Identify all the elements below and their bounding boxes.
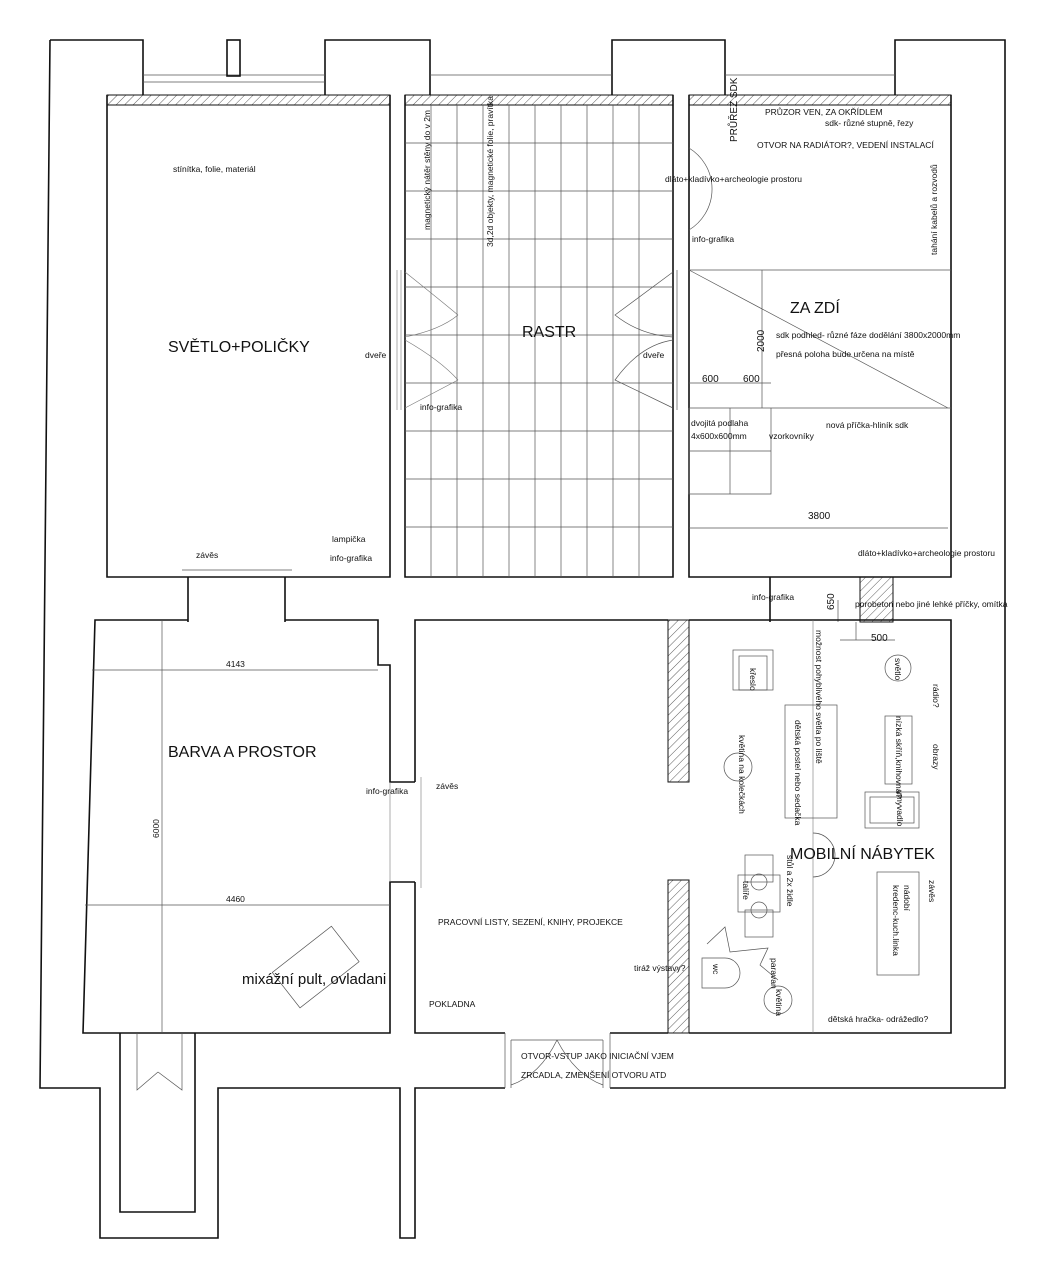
note: obrazy	[931, 744, 941, 770]
dimension-label: 600	[702, 374, 719, 385]
note: křeslo	[748, 668, 758, 691]
dimension-label: 650	[826, 593, 837, 610]
note: 3d,2d objekty, magnetické folie, pravítk…	[485, 96, 495, 247]
note: info-grafika	[420, 402, 462, 412]
note: sdk podhled- různé fáze dodělání 3800x20…	[776, 330, 960, 340]
note: kredenc-kuch.linka	[891, 885, 901, 956]
note: POKLADNA	[429, 999, 476, 1009]
note: nová příčka-hliník sdk	[826, 420, 909, 430]
note: talíře	[741, 881, 751, 900]
room-label-barva: BARVA A PROSTOR	[168, 744, 317, 761]
note: dláto+kladívko+archeologie prostoru	[858, 548, 995, 558]
corridors	[187, 576, 895, 641]
note: závěs	[436, 781, 458, 791]
note: magnetický nátěr stěny do v 2m	[422, 110, 432, 230]
dimension-label: 2000	[756, 329, 767, 352]
room-label-svetlo: SVĚTLO+POLIČKY	[168, 337, 310, 356]
note: info-grafika	[366, 786, 408, 796]
note: květina na kolečkách	[737, 735, 747, 814]
room-mobilni-nabytek	[689, 619, 952, 1034]
dimensions: 2000 600 600 3800 650 500 4143 4460 6000	[151, 329, 888, 904]
note: 4x600x600mm	[691, 431, 747, 441]
note: info-grafika	[692, 234, 734, 244]
note: info-grafika	[330, 553, 372, 563]
room-label-mobilni: MOBILNÍ NÁBYTEK	[790, 844, 935, 863]
note-mixer: mixážní pult, ovladani	[242, 971, 386, 988]
grid-lines	[405, 105, 673, 577]
outer-walls	[39, 39, 1006, 1239]
note: vzorkovníky	[769, 431, 815, 441]
note: ZRCADLA, ZMENŠENÍ OTVORU ATD	[521, 1070, 666, 1080]
note: paravan	[769, 958, 779, 989]
dimension-label: 4143	[226, 659, 245, 669]
room-svetlo-policky	[106, 94, 391, 578]
note: rádio?	[931, 684, 941, 708]
dimension-label: 6000	[151, 819, 161, 838]
note: OTVOR-VSTUP JAKO INICIAČNÍ VJEM	[521, 1051, 674, 1061]
room-rastr	[396, 94, 678, 578]
dimension-label: 3800	[808, 511, 831, 522]
note: závěs	[196, 550, 218, 560]
note: PRŮŘEZ SDK	[727, 77, 740, 142]
note: přesná poloha bude určena na místě	[776, 349, 915, 359]
note: světlo	[893, 658, 903, 680]
note: dláto+kladívko+archeologie prostoru	[665, 174, 802, 184]
note: možnost pohyblivého světla po liště	[814, 630, 824, 764]
dimension-label: 500	[871, 633, 888, 644]
note: umyvadlo	[895, 790, 905, 827]
note: info-grafika	[752, 592, 794, 602]
note: dvojitá podlaha	[691, 418, 748, 428]
note: dveře	[643, 350, 665, 360]
notes: stínítka, folie, materiál dveře info-gra…	[173, 77, 1008, 1080]
note: dětská hračka- odrážedlo?	[828, 1014, 928, 1024]
room-pracovni	[414, 619, 690, 1088]
note: tahání kabelů a rozvodů	[929, 164, 939, 255]
note: lampička	[332, 534, 366, 544]
note: stínítka, folie, materiál	[173, 164, 256, 174]
room-barva-a-prostor	[82, 619, 415, 1091]
note: sdk- různé stupně, řezy	[825, 118, 914, 128]
note: nízká skříň,knihovna?	[894, 716, 904, 798]
room-label-za-zdi: ZA ZDÍ	[790, 298, 840, 317]
note: PRŮZOR VEN, ZA OKŘÍDLEM	[765, 106, 883, 117]
note: OTVOR NA RADIÁTOR?, VEDENÍ INSTALACÍ	[757, 140, 934, 150]
dimension-label: 4460	[226, 894, 245, 904]
note: nádobí	[902, 885, 912, 912]
note: dětská postel nebo sedačka	[793, 720, 803, 826]
note: stůl a 2x židle	[785, 855, 795, 907]
note: závěs	[927, 880, 937, 902]
room-za-zdi	[688, 94, 952, 578]
note: wc	[711, 963, 721, 975]
note: PRACOVNÍ LISTY, SEZENÍ, KNIHY, PROJEKCE	[438, 917, 623, 927]
room-label-rastr: RASTR	[522, 324, 576, 341]
note: dveře	[365, 350, 387, 360]
note: tiráž výstavy?	[634, 963, 686, 973]
dimension-label: 600	[743, 374, 760, 385]
note: porobeton nebo jiné lehké příčky, omítka	[855, 599, 1008, 609]
note: květina	[774, 989, 784, 1016]
